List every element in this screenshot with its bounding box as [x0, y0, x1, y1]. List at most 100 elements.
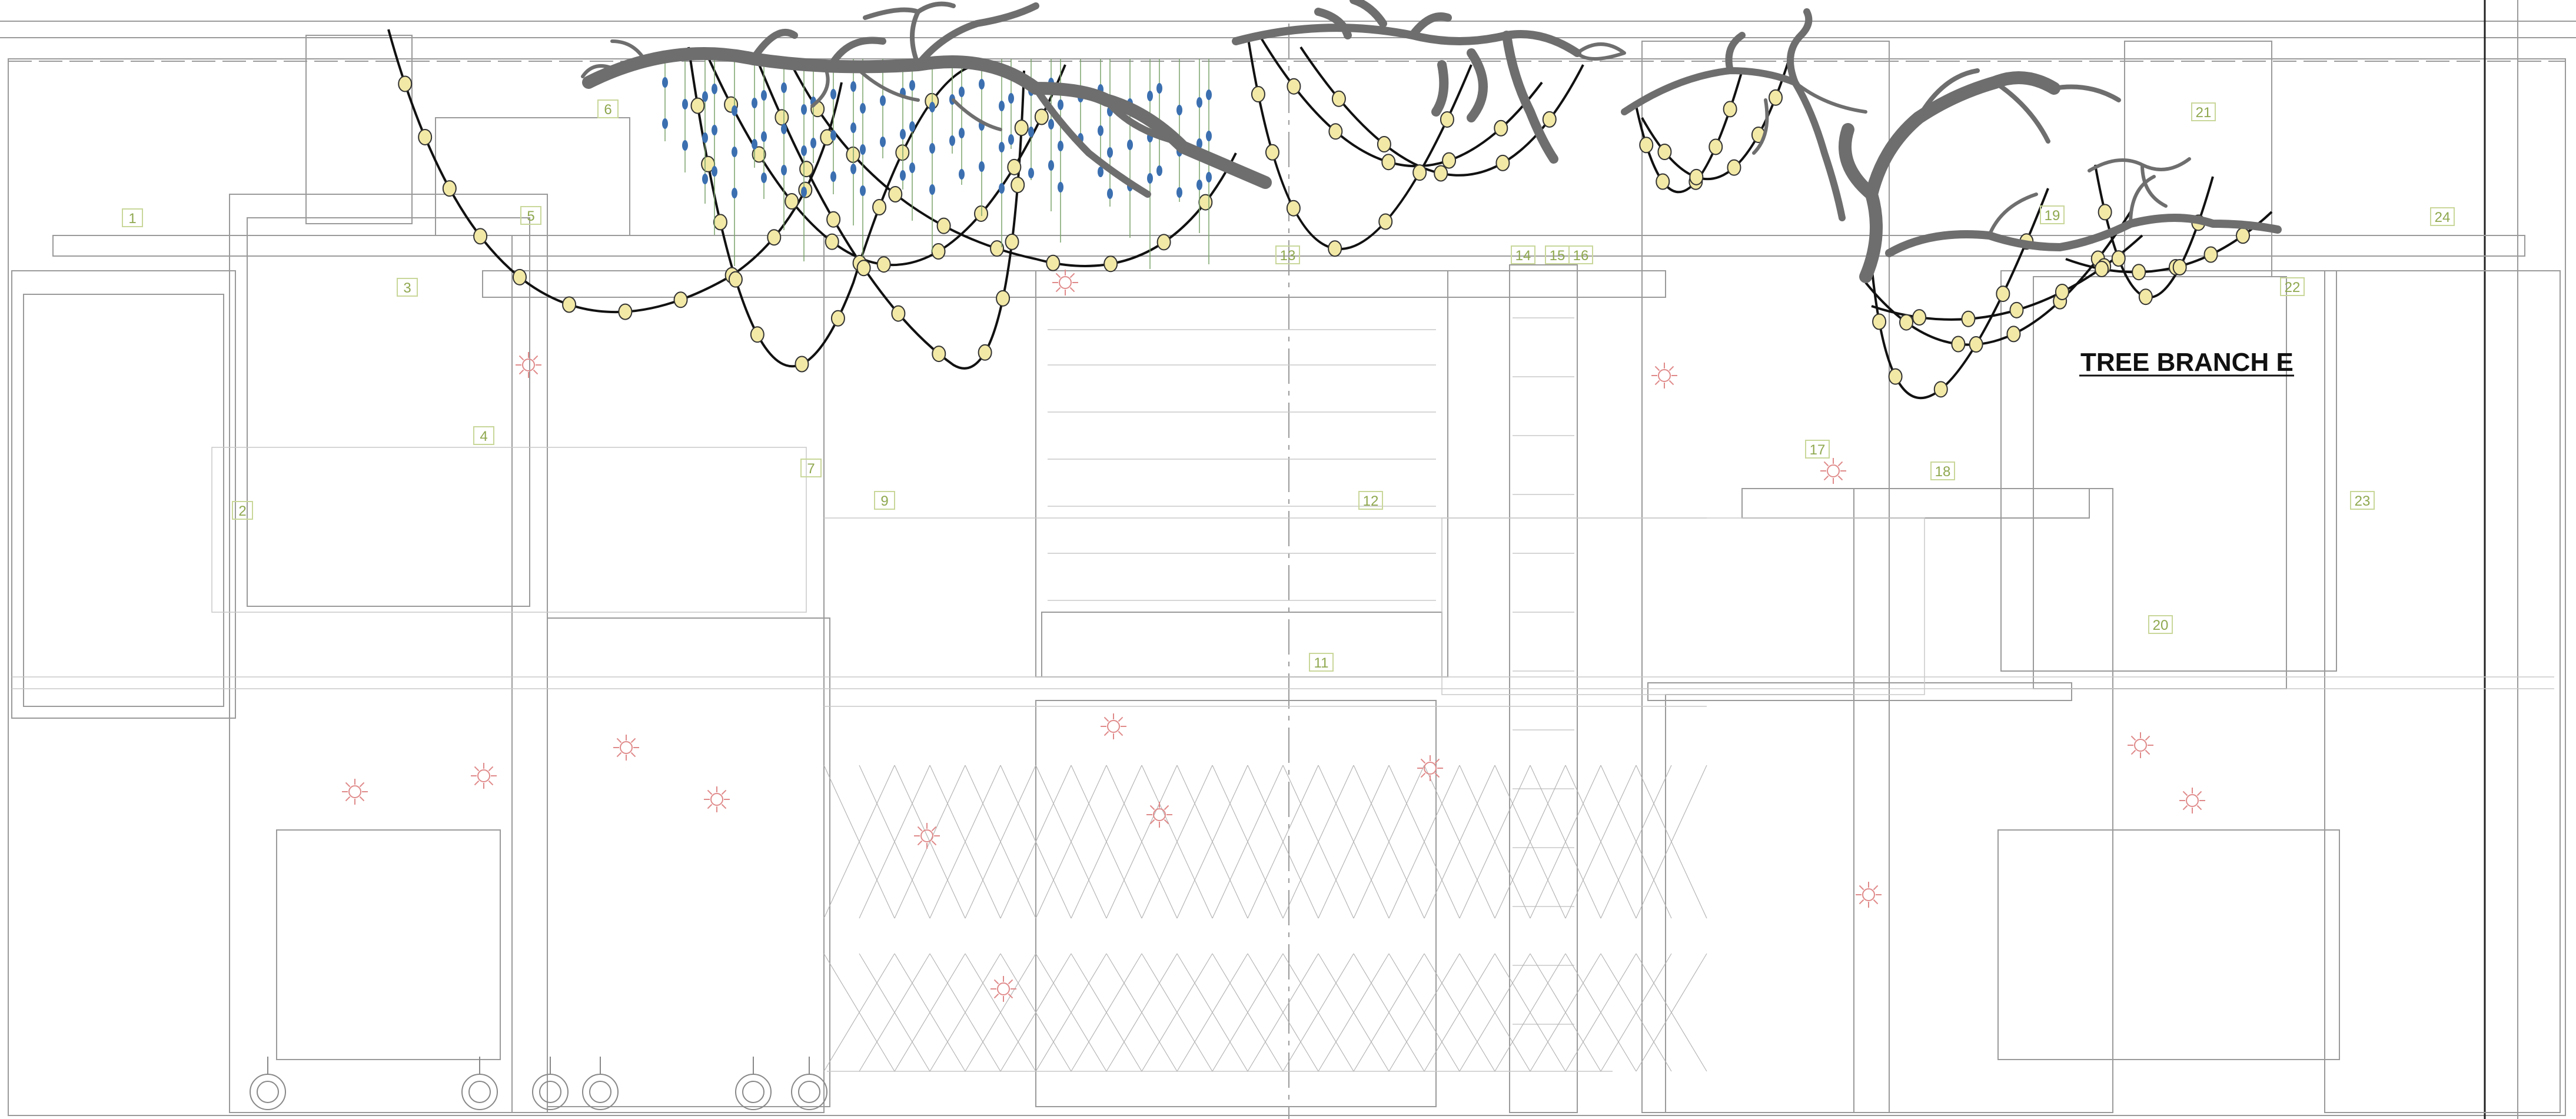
pendant-light-icon — [900, 170, 906, 181]
background-linework — [12, 317, 2554, 1072]
pendant-light-icon — [860, 103, 866, 114]
zone-label-12: 12 — [1358, 491, 1383, 510]
pendant-light-icon — [801, 145, 807, 156]
bulb-icon — [978, 344, 992, 361]
bulb-icon — [398, 75, 413, 92]
caster-wheel-icon — [791, 1057, 827, 1110]
svg-text:19: 19 — [2045, 208, 2060, 224]
bulb-icon — [2095, 260, 2109, 277]
svg-text:22: 22 — [2285, 280, 2301, 295]
pendant-light-icon — [1196, 138, 1202, 149]
bulb-icon — [1046, 254, 1061, 271]
pendant-light-icon — [761, 90, 767, 101]
bulb-icon — [825, 233, 839, 250]
pendant-light-icon — [1098, 167, 1103, 177]
pendant-light-icon — [781, 82, 787, 93]
fixture-marker-icon — [914, 823, 940, 849]
zone-label-20: 20 — [2148, 615, 2173, 634]
pendant-light-icon — [732, 105, 737, 116]
pendant-light-icon — [830, 171, 836, 182]
pendant-light-icon — [1048, 119, 1054, 130]
bulb-icon — [1034, 108, 1049, 125]
bulb-icon — [1286, 200, 1301, 217]
bulb-icon — [931, 243, 946, 260]
pendant-light-icon — [1048, 160, 1054, 171]
pendant-light-icon — [1206, 172, 1212, 182]
caster-wheel-icon — [461, 1057, 498, 1110]
bulb-icon — [1494, 119, 1508, 137]
bulb-icon — [775, 109, 789, 126]
svg-text:9: 9 — [880, 493, 888, 509]
svg-text:11: 11 — [1314, 655, 1329, 671]
pendant-light-icon — [1008, 134, 1014, 145]
pendant-light-icon — [1008, 93, 1014, 104]
bulb-icon — [990, 240, 1005, 257]
bulb-icon — [1639, 137, 1654, 154]
bulb-icon — [996, 290, 1011, 307]
fixture-marker-icon — [2179, 788, 2205, 813]
zone-label-9: 9 — [874, 491, 895, 510]
pendant-light-icon — [1028, 127, 1034, 137]
pendant-light-icon — [979, 79, 985, 89]
caster-wheel-icon — [582, 1057, 619, 1110]
bulb-icon — [618, 303, 633, 320]
bulb-icon — [932, 346, 946, 363]
pendant-light-icon — [1196, 180, 1202, 190]
svg-text:2: 2 — [238, 503, 246, 519]
pendant-light-icon — [929, 184, 935, 195]
pendant-light-icon — [880, 95, 886, 106]
zone-label-14: 14 — [1511, 245, 1535, 264]
bulb-icon — [1723, 101, 1737, 118]
bulb-icon — [1328, 123, 1343, 140]
bulb-icon — [1434, 165, 1448, 182]
pendant-light-icon — [929, 143, 935, 154]
bulb-icon — [1969, 336, 1983, 353]
bulb-icon — [1769, 89, 1783, 106]
svg-text:24: 24 — [2435, 210, 2451, 225]
pendant-light-icon — [909, 121, 915, 132]
pendant-light-icon — [959, 169, 965, 180]
pendant-light-icon — [1147, 173, 1153, 184]
bulb-icon — [2009, 301, 2024, 318]
bulb-icon — [2138, 288, 2153, 306]
zone-label-24: 24 — [2430, 207, 2455, 226]
bulb-icon — [1378, 213, 1393, 230]
bulb-icon — [690, 97, 705, 114]
zone-label-13: 13 — [1275, 245, 1300, 264]
pendant-light-icon — [801, 187, 807, 197]
bulb-icon — [1888, 368, 1903, 385]
zone-label-15: 15 — [1545, 245, 1570, 264]
bulb-icon — [1007, 158, 1022, 175]
pendant-light-icon — [810, 138, 816, 148]
pendant-light-icon — [752, 98, 757, 108]
pendant-light-icon — [1058, 141, 1063, 151]
fixture-marker-icon — [1101, 713, 1126, 739]
pendant-light-icon — [900, 129, 906, 140]
caster-wheel-icon — [532, 1057, 569, 1110]
caster-wheel-icon — [250, 1057, 286, 1110]
bulb-icon — [872, 198, 887, 215]
bulb-icon — [888, 185, 903, 202]
bulb-icon — [891, 305, 906, 322]
zone-label-16: 16 — [1568, 245, 1593, 264]
drawing-title: TREE BRANCH E — [2080, 348, 2294, 377]
pendant-light-icon — [979, 161, 985, 172]
bulb-icon — [1996, 285, 2010, 303]
pendant-light-icon — [662, 77, 668, 88]
bulb-icon — [2203, 246, 2218, 263]
bulb-icon — [799, 161, 814, 178]
bulb-icon — [2132, 264, 2146, 281]
bulb-icon — [767, 229, 782, 246]
pendant-light-icon — [959, 128, 965, 138]
pendant-light-icon — [830, 130, 836, 141]
bulb-icon — [1912, 309, 1927, 326]
bulb-icon — [1961, 310, 1976, 327]
bulb-icon — [876, 256, 891, 273]
zone-label-5: 5 — [520, 206, 541, 225]
svg-text:3: 3 — [403, 280, 411, 296]
zone-label-4: 4 — [473, 426, 494, 445]
svg-text:14: 14 — [1515, 248, 1531, 264]
bulb-icon — [728, 271, 743, 288]
pendant-light-icon — [1176, 105, 1182, 115]
